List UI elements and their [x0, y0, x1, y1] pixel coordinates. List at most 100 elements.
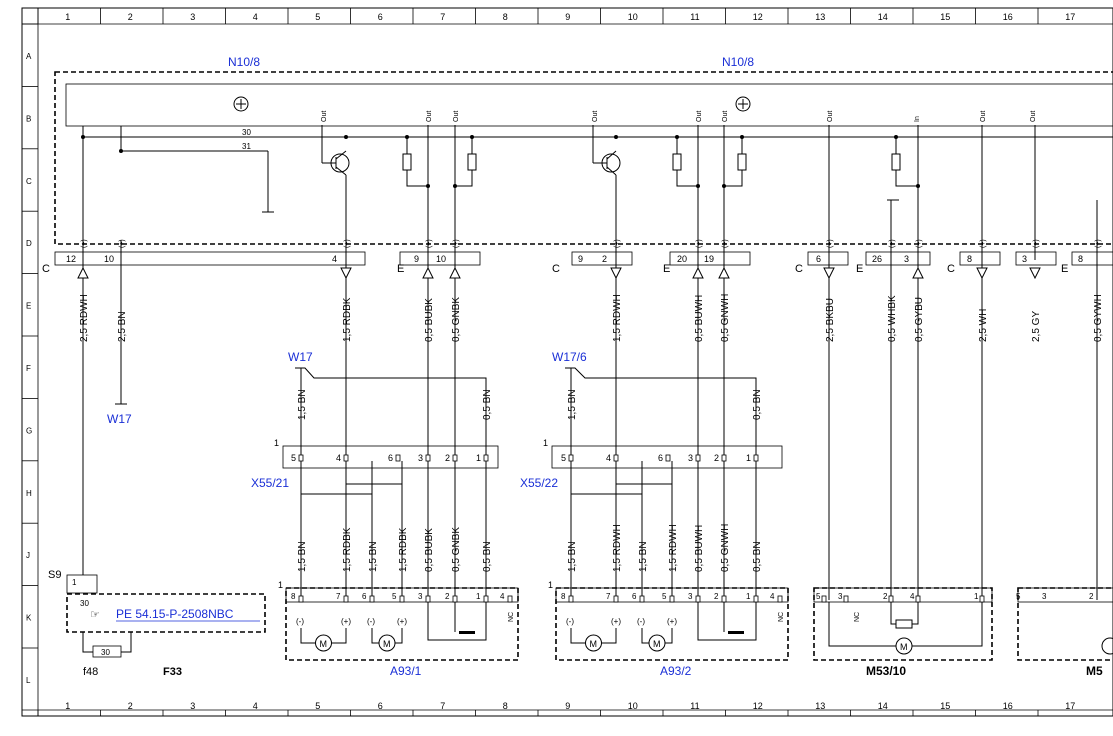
row-letter: H: [26, 489, 32, 498]
wire-label: 0,5 GNWH: [720, 294, 731, 342]
pin-polarity: (+): [827, 239, 834, 248]
row-letter: L: [26, 676, 31, 685]
row-letter: K: [26, 614, 32, 623]
out-pin-label: Out: [1030, 111, 1037, 122]
reference-link[interactable]: PE 54.15-P-2508NBC: [116, 607, 234, 621]
s9-pin: 30: [80, 599, 89, 608]
pin-number: 4: [332, 254, 337, 264]
wire-label: 0,5 BUWH: [694, 525, 705, 572]
out-pin-label: Out: [722, 111, 729, 122]
pin-number: 10: [436, 254, 446, 264]
column-number: 16: [1003, 12, 1013, 22]
wire-label: 0,5 GNWH: [720, 524, 731, 572]
out-pin-label: Out: [827, 111, 834, 122]
pin-polarity: (+): [453, 239, 460, 248]
a93-pin-number: 6: [362, 592, 367, 601]
m53-pin-number: 1: [974, 592, 979, 601]
s9-switch-box: [66, 574, 98, 594]
motor-label: M: [590, 639, 598, 649]
a93-pin-number: 8: [561, 592, 566, 601]
connector-strip: [571, 251, 633, 266]
column-number: 1: [65, 701, 70, 711]
connector-c-label: C: [947, 263, 955, 275]
column-number: 5: [315, 701, 320, 711]
a93-pin-number: 7: [606, 592, 611, 601]
column-number: 14: [878, 12, 888, 22]
column-number: 3: [190, 701, 195, 711]
a93-pin-number: 2: [445, 592, 450, 601]
out-pin-label: Out: [426, 111, 433, 122]
motor-icon: [895, 637, 913, 655]
pin-polarity: (+): [344, 239, 351, 248]
wire-label: 1,5 RDWH: [612, 294, 623, 342]
m5-outline: [1017, 587, 1113, 661]
book-icon: ☞: [90, 609, 100, 621]
polarity-mark: (-): [566, 617, 574, 626]
column-number: 15: [940, 701, 950, 711]
column-number: 2: [128, 701, 133, 711]
column-number: 13: [815, 12, 825, 22]
pin-polarity: (+): [614, 239, 621, 248]
nc-pin: NC: [854, 612, 861, 622]
column-number: 17: [1065, 701, 1075, 711]
pin-number: 19: [704, 254, 714, 264]
m5-label: M5: [1086, 664, 1103, 678]
column-number: 15: [940, 12, 950, 22]
connector-strip: [669, 251, 751, 266]
connector-c-label: C: [795, 263, 803, 275]
column-number: 6: [378, 701, 383, 711]
pin-number: 3: [1022, 254, 1027, 264]
bus-31-label: 31: [242, 142, 251, 151]
polarity-mark: (-): [367, 617, 375, 626]
wire-label: 2,5 BN: [117, 311, 128, 342]
connector-e-label: E: [856, 263, 863, 275]
connector-strip: [1071, 251, 1113, 266]
wire-label: 1,5 RDWH: [612, 524, 623, 572]
row-letter: B: [26, 114, 31, 123]
column-number: 14: [878, 701, 888, 711]
column-number: 1: [65, 12, 70, 22]
connector-arrow-icon: [422, 266, 434, 279]
m53-10-label: M53/10: [866, 664, 906, 678]
column-number: 11: [690, 701, 699, 711]
motor-icon: [648, 634, 666, 652]
column-number: 17: [1065, 12, 1075, 22]
out-pin-label: Out: [453, 111, 460, 122]
n10-8-module-outline: [54, 71, 1113, 245]
wire-label: 2,5 BKBU: [825, 298, 836, 342]
f48-label: f48: [83, 666, 98, 678]
a93-pin-number: 3: [688, 592, 693, 601]
resistor-icon: [672, 153, 682, 171]
wire-label: 2,5 RDWH: [79, 294, 90, 342]
a93-1-label: A93/1: [390, 664, 422, 678]
pin-one-mark: 1: [548, 580, 553, 590]
connector-e-label: E: [397, 263, 404, 275]
x55-21-connector: [282, 445, 499, 469]
wire-label: 1,5 RDBK: [398, 527, 409, 572]
column-number: 5: [315, 12, 320, 22]
a93-pin-number: 7: [336, 592, 341, 601]
wire-label: 0,5 GNBK: [451, 527, 462, 572]
wire-label: 0,5 BN: [482, 389, 493, 420]
connector-arrow-icon: [1029, 267, 1041, 280]
nc-pin: NC: [778, 612, 785, 622]
a93-pin-number: 4: [500, 592, 505, 601]
a93-pin-number: 6: [632, 592, 637, 601]
wire-label: 1,5 RDBK: [342, 527, 353, 572]
pin-number: 10: [104, 254, 114, 264]
connector-strip: [807, 251, 849, 266]
x55-pin-number: 3: [418, 453, 423, 463]
switch-contact-icon: [728, 631, 744, 634]
wire-label: 1,5 RDWH: [668, 524, 679, 572]
pin-polarity: (+): [119, 239, 126, 248]
s9-label: S9: [48, 569, 61, 581]
n10-8-label-left: N10/8: [228, 55, 260, 69]
connector-strip: [54, 251, 366, 266]
transistor-icon: [321, 125, 350, 176]
connector-arrow-icon: [340, 267, 352, 280]
wire-label: 0,5 WHBK: [887, 295, 898, 342]
a93-pin-number: 5: [662, 592, 667, 601]
wire-label: 1,5 BN: [567, 389, 578, 420]
connector-arrow-icon: [718, 266, 730, 279]
